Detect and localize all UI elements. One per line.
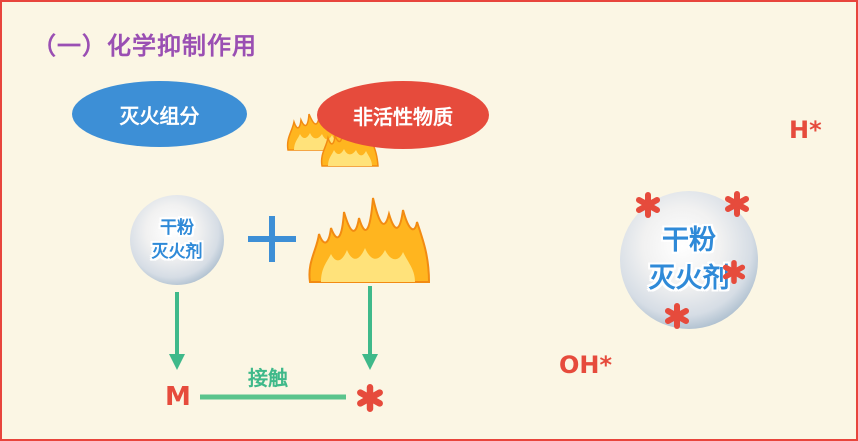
radical-star-icon <box>357 384 383 412</box>
powder-ball-small: 干粉 灭火剂 <box>130 195 224 285</box>
arrow-down-head <box>169 354 185 370</box>
page-title: （一）化学抑制作用 <box>32 32 257 60</box>
inert-substance-ellipse: 非活性物质 <box>317 81 489 149</box>
extinguishing-component-label: 灭火组分 <box>119 103 200 128</box>
powder-large-line1: 干粉 <box>662 225 716 256</box>
radical-star-icon <box>665 303 689 329</box>
extinguishing-component-ellipse: 灭火组分 <box>72 81 247 147</box>
arrow-down-head <box>362 354 378 370</box>
m-label: M <box>165 382 191 412</box>
inert-substance-label: 非活性物质 <box>353 104 453 129</box>
powder-small-line2: 灭火剂 <box>151 242 203 262</box>
plus-icon <box>248 216 296 262</box>
powder-small-line1: 干粉 <box>160 218 194 238</box>
radical-star-icon <box>725 191 749 217</box>
radical-star-icon <box>636 192 660 218</box>
large-flame-icon <box>308 197 431 283</box>
contact-label: 接触 <box>248 366 288 390</box>
oh-radical-label: OH* <box>559 351 613 379</box>
h-radical-label: H* <box>789 116 822 144</box>
powder-large-line2: 灭火剂 <box>648 263 730 294</box>
radical-star-icon <box>722 260 746 284</box>
